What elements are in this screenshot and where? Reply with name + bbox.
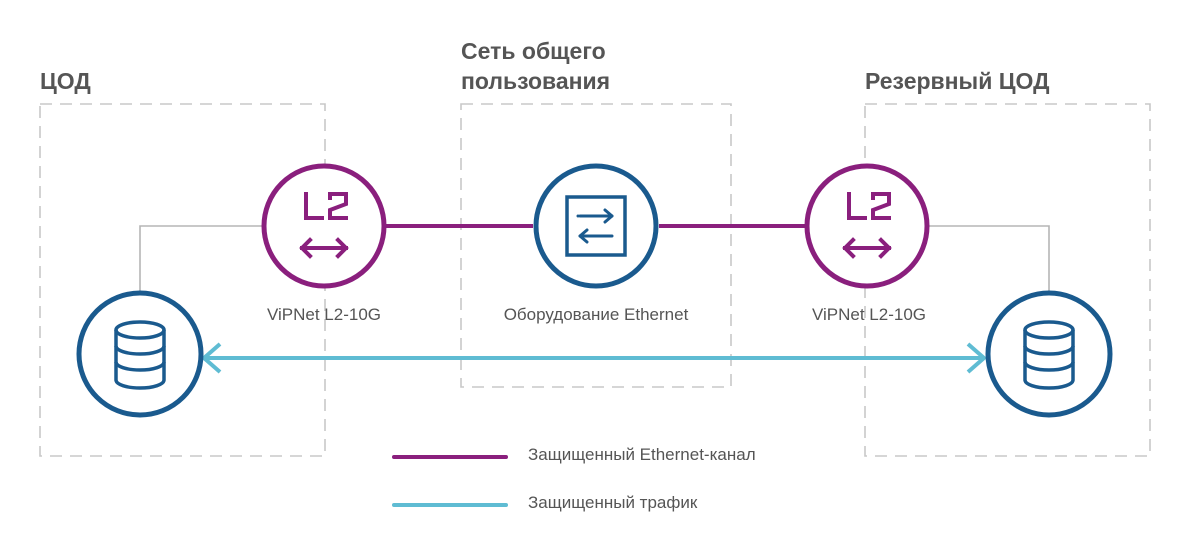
zone-title-public: Сеть общего пользования xyxy=(461,36,610,96)
connector-right xyxy=(929,225,1050,292)
ethernet-switch-icon xyxy=(533,163,659,289)
legend-line-ethernet-channel xyxy=(392,455,508,459)
zone-box-public xyxy=(460,103,732,388)
zone-box-main xyxy=(39,103,326,457)
legend-label-traffic: Защищенный трафик xyxy=(528,493,698,512)
node-label-switch: Оборудование Ethernet xyxy=(503,305,689,324)
node-label-l2-right: ViPNet L2-10G xyxy=(811,305,927,324)
zone-box-backup xyxy=(864,103,1151,457)
zone-title-backup: Резервный ЦОД xyxy=(865,68,1050,94)
connector-left xyxy=(139,225,262,292)
l2-encryptor-icon xyxy=(261,163,387,289)
node-label-l2-left: ViPNet L2-10G xyxy=(266,305,382,324)
protected-traffic-arrow xyxy=(200,342,988,374)
l2-encryptor-icon xyxy=(804,163,930,289)
database-icon xyxy=(985,290,1113,418)
zone-title-public-line1: Сеть общего xyxy=(461,38,606,64)
zone-title-main: ЦОД xyxy=(40,68,91,94)
legend-line-traffic xyxy=(392,503,508,507)
database-icon xyxy=(76,290,204,418)
zone-title-public-line2: пользования xyxy=(461,68,611,94)
legend-label-ethernet-channel: Защищенный Ethernet-канал xyxy=(528,445,756,464)
